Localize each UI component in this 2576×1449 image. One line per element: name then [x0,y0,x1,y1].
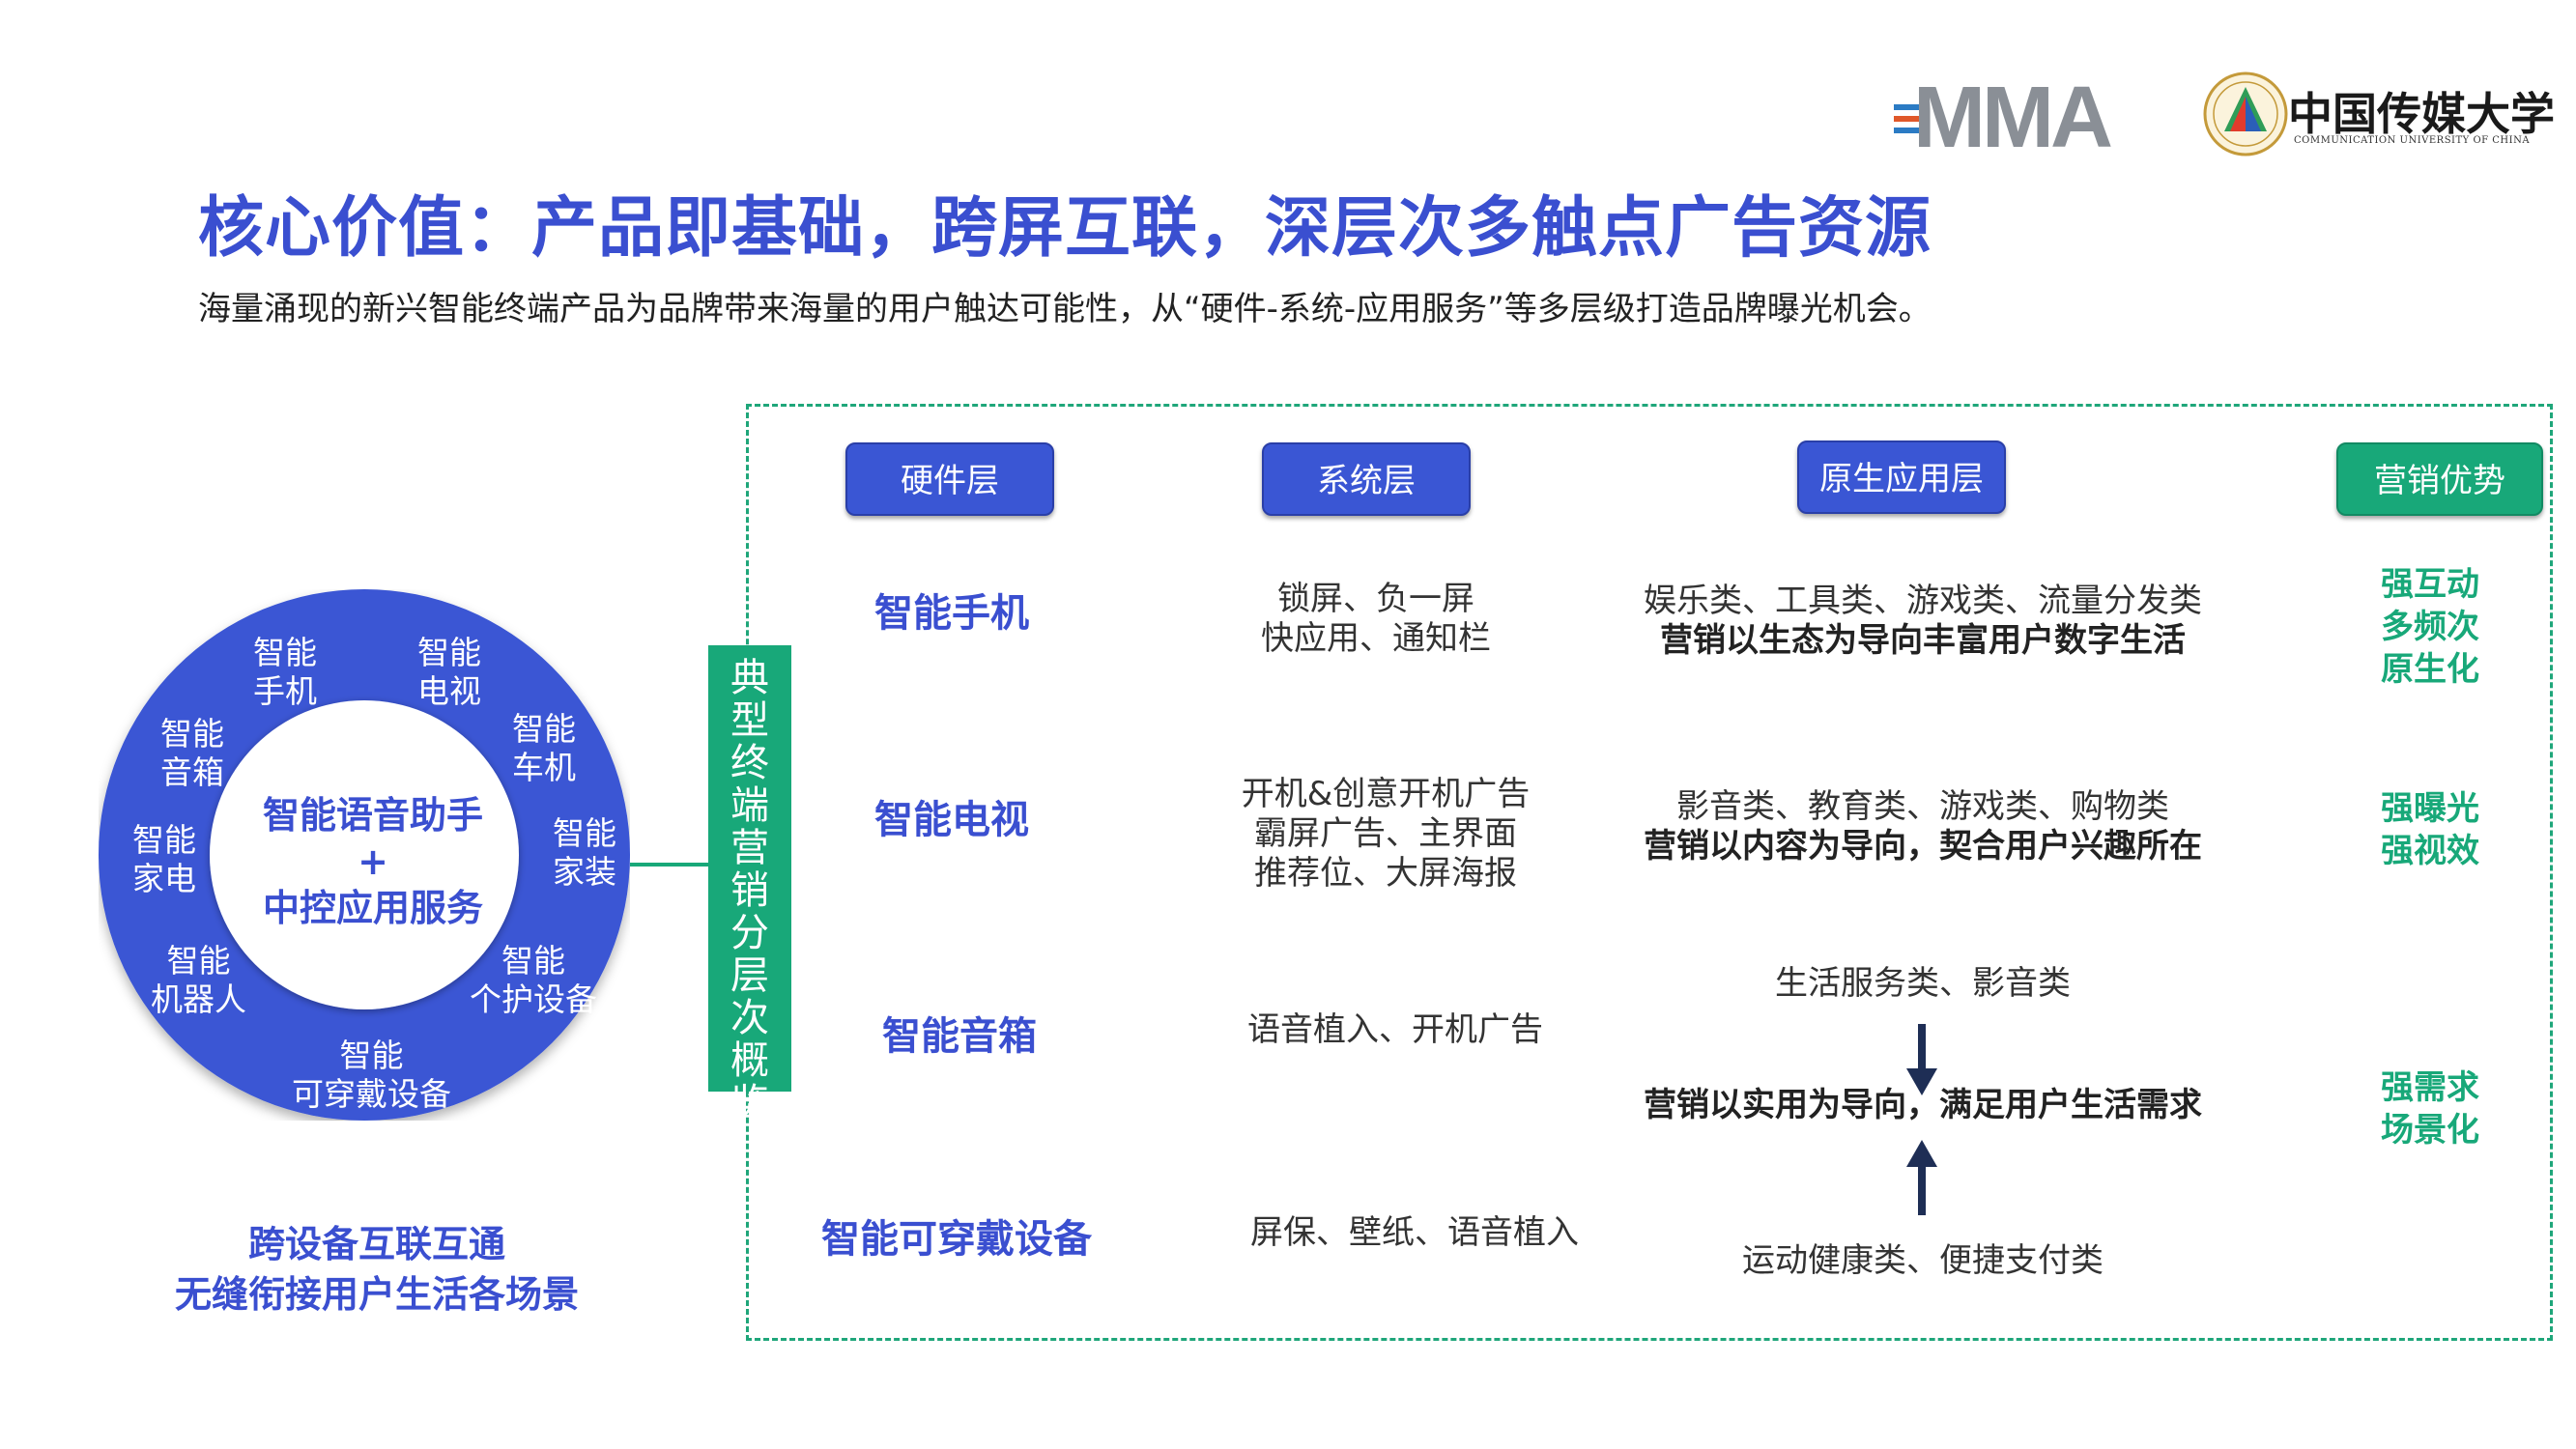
row-advantage-line: 场景化 [2381,1111,2479,1150]
row-advantage-line: 多频次 [2381,608,2479,646]
row-advantage-line: 强互动 [2381,565,2479,604]
mma-logo: MMA [1894,75,2115,153]
ring-device-phone: 智能 手机 [253,634,317,711]
device-ring [99,589,630,1121]
ring-device-home-line2: 家装 [553,853,616,891]
side-label-char: 营 [730,826,769,870]
ring-device-wearable-line1: 智能 [339,1037,404,1074]
arrow-down-shaft [1918,1024,1926,1072]
row-app-wearable: 运动健康类、便捷支付类 [1742,1241,2104,1280]
ring-device-home-line1: 智能 [553,814,616,852]
row-system-line: 屏保、壁纸、语音植入 [1250,1213,1579,1252]
ring-center-line2: + [358,840,388,883]
ring-device-wearable-line2: 可穿戴设备 [292,1075,451,1113]
side-label-char: 典 [730,656,769,700]
row-system-smarttv: 开机&创意开机广告 霸屏广告、主界面 推荐位、大屏海报 [1183,775,1589,894]
bottom-caption-line1: 跨设备互联互通 [247,1223,505,1265]
row-app-strategy-smarttv: 营销以内容为导向，契合用户兴趣所在 [1644,827,2202,866]
row-system-line: 快应用、通知栏 [1261,619,1491,658]
row-device-smartphone: 智能手机 [874,591,1029,636]
bottom-caption-line2: 无缝衔接用户生活各场景 [174,1273,579,1316]
side-label-char: 分 [730,911,769,955]
ring-device-appliance: 智能 家电 [132,821,196,898]
row-device-wearable: 智能可穿戴设备 [821,1217,1092,1262]
ring-device-car-line2: 车机 [512,749,576,786]
side-label-char: 概 [730,1038,769,1083]
side-label-char: 览 [730,1081,769,1125]
row-system-line: 霸屏广告、主界面 [1254,814,1517,853]
mma-logo-text: MMA [1913,75,2111,153]
ring-device-appliance-line2: 家电 [132,860,196,897]
column-header-hardware: 硬件层 [845,442,1054,516]
ring-device-phone-line1: 智能 [253,634,317,671]
row-app-strategy-smartspeaker: 营销以实用为导向，满足用户生活需求 [1644,1086,2202,1124]
column-header-app: 原生应用层 [1797,440,2006,514]
ring-device-speaker-line2: 音箱 [160,753,224,791]
ring-device-speaker-line1: 智能 [160,715,224,753]
cuc-logo [2203,71,2288,156]
row-advantage-smartphone: 强互动 多频次 原生化 [2329,563,2532,691]
row-advantage-line: 强曝光 [2381,789,2479,828]
row-system-line: 推荐位、大屏海报 [1254,854,1517,893]
side-label-char: 层 [730,953,769,998]
row-system-smartspeaker: 语音植入、开机广告 [1202,1010,1589,1050]
side-label-char: 型 [730,698,769,743]
ring-device-speaker: 智能 音箱 [160,715,224,792]
ring-device-home: 智能 家装 [553,814,616,892]
side-label-char: 销 [730,868,769,913]
side-label-char: 端 [730,783,769,828]
cuc-english-name: COMMUNICATION UNIVERSITY OF CHINA [2294,135,2531,146]
ring-device-tv: 智能 电视 [417,634,481,711]
ring-center-line1: 智能语音助手 [262,794,483,837]
row-advantage-line: 原生化 [2381,650,2479,689]
ring-device-appliance-line1: 智能 [132,821,196,859]
ring-device-robot-line2: 机器人 [151,980,246,1018]
ring-device-robot-line1: 智能 [166,942,231,980]
row-system-line: 开机&创意开机广告 [1241,775,1531,813]
row-app-smartphone: 娱乐类、工具类、游戏类、流量分发类 [1644,582,2202,620]
ring-device-tv-line2: 电视 [417,672,481,710]
arrow-up-icon [1906,1140,1937,1167]
ring-device-phone-line2: 手机 [253,672,317,710]
ring-device-tv-line1: 智能 [417,634,481,671]
row-system-smartphone: 锁屏、负一屏 快应用、通知栏 [1183,580,1569,659]
ring-device-wearable: 智能 可穿戴设备 [292,1037,451,1114]
ring-inner [210,700,519,1009]
ring-center-label: 智能语音助手 + 中控应用服务 [193,792,553,931]
row-app-strategy-smartphone: 营销以生态为导向丰富用户数字生活 [1660,621,2186,660]
ring-device-car-line1: 智能 [512,710,576,748]
ring-device-personal-care-line2: 个护设备 [470,980,597,1018]
row-advantage-line: 强需求 [2381,1068,2479,1107]
layer-overview-frame [746,404,2553,1341]
row-app-smarttv: 影音类、教育类、游戏类、购物类 [1676,787,2169,826]
ring-connector-line [630,863,709,867]
side-label-bar [708,645,791,1092]
page-subtitle: 海量涌现的新兴智能终端产品为品牌带来海量的用户触达可能性，从“硬件-系统-应用服… [198,290,1932,328]
arrow-up-shaft [1918,1165,1926,1215]
row-system-line: 语音植入、开机广告 [1247,1010,1543,1049]
row-device-smartspeaker: 智能音箱 [882,1014,1037,1059]
ring-device-robot: 智能 机器人 [151,942,246,1019]
row-system-wearable: 屏保、壁纸、语音植入 [1212,1213,1617,1253]
ring-center-line3: 中控应用服务 [262,887,483,929]
row-device-smarttv: 智能电视 [874,798,1029,842]
side-label-char: 终 [730,741,769,785]
cuc-name: 中国传媒大学 [2288,88,2555,140]
arrow-down-icon [1906,1068,1937,1095]
column-header-system: 系统层 [1262,442,1471,516]
row-advantage-line: 强视效 [2381,832,2479,870]
page-title: 核心价值：产品即基础，跨屏互联，深层次多触点广告资源 [198,190,1932,267]
row-advantage-smartspeaker: 强需求 场景化 [2329,1066,2532,1151]
row-app-smartspeaker: 生活服务类、影音类 [1775,964,2071,1003]
ring-device-personal-care-line1: 智能 [501,942,565,980]
ring-device-car: 智能 车机 [512,710,576,787]
side-label-char: 次 [730,996,769,1040]
bottom-caption: 跨设备互联互通 无缝衔接用户生活各场景 [97,1219,657,1320]
column-header-advantage: 营销优势 [2336,442,2543,516]
row-advantage-smarttv: 强曝光 强视效 [2329,787,2532,872]
ring-device-personal-care: 智能 个护设备 [470,942,597,1019]
side-label-text: 典 型 终 端 营 销 分 层 次 概 览 [708,657,791,1124]
row-system-line: 锁屏、负一屏 [1277,580,1474,618]
